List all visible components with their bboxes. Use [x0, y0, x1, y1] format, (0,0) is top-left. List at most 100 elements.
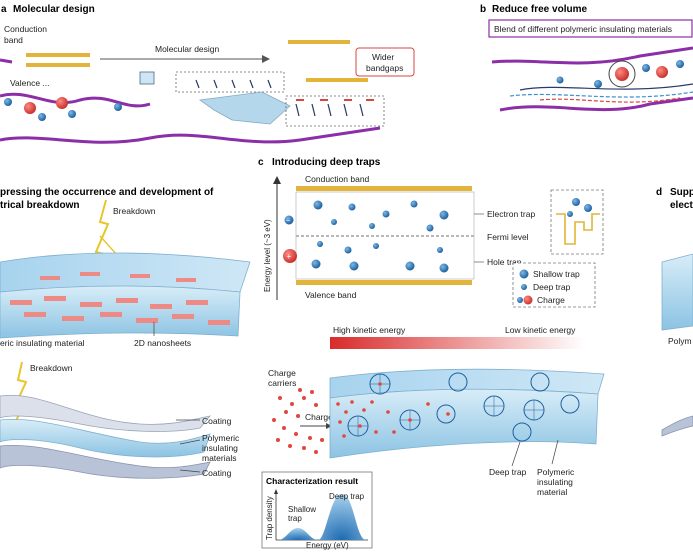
high-kinetic-label: High kinetic energy — [333, 325, 406, 335]
fermi-level-label: Fermi level — [487, 232, 529, 242]
molecule-box-dashed-2 — [285, 95, 385, 127]
charge-b1 — [615, 67, 629, 81]
polymer-chain-lower — [0, 126, 381, 144]
panel-c-letter: c — [258, 157, 264, 168]
deep-peak — [318, 494, 366, 540]
legend-charge-label: Charge — [537, 295, 565, 305]
electron-a1 — [4, 98, 12, 106]
polymeric-c-leader — [551, 439, 559, 465]
legend-shallow-icon — [519, 269, 529, 279]
free-charges — [272, 388, 324, 454]
characterization-title: Characterization result — [266, 476, 358, 486]
electron-c-sign: − — [286, 218, 290, 225]
valence-label: Valence ... — [10, 78, 50, 88]
legend-deep-label: Deep trap — [533, 282, 571, 292]
molecule-box-small — [139, 71, 155, 85]
polymer-chain-b5 — [539, 97, 681, 103]
conduction-band-bar — [26, 53, 90, 57]
energy-axis-arrow — [273, 176, 281, 184]
layer-d-bottom — [661, 415, 693, 437]
callout-line-2: bandgaps — [366, 63, 403, 73]
kinetic-gradient-bar — [330, 337, 584, 349]
charge-arrowhead — [326, 423, 332, 429]
char-y-arrow — [274, 489, 278, 494]
panel-d: d Supp electr Polym — [656, 187, 693, 437]
breakdown-title-2: trical breakdown — [0, 200, 79, 211]
molecule-box-dashed — [175, 71, 285, 93]
polymeric-label-1: Polymeric — [202, 433, 240, 443]
traps-upper — [313, 200, 449, 232]
nanosheets-label: 2D nanosheets — [134, 338, 191, 348]
polymeric-c-3: material — [537, 487, 567, 497]
traps-lower — [311, 241, 449, 273]
breakdown-bottom-label: Breakdown — [30, 363, 73, 373]
legend-charge-icon-2 — [523, 295, 533, 305]
molecular-design-label: Molecular design — [155, 44, 220, 54]
electron-b1 — [594, 80, 602, 88]
legend-shallow-label: Shallow trap — [533, 269, 580, 279]
coating-layer-bottom — [0, 445, 211, 479]
coating-bottom-leader — [179, 469, 201, 473]
side-groups-top — [195, 79, 272, 89]
shallow-peak — [278, 528, 318, 540]
side-groups-bottom — [295, 103, 364, 117]
electron-c — [284, 215, 294, 225]
inset-electron-1 — [572, 198, 580, 206]
design-arrowhead — [262, 55, 270, 63]
coating-layer-top — [0, 394, 212, 432]
trap-region-box — [295, 191, 475, 280]
nanosheets — [10, 272, 230, 325]
electron-trap-label: Electron trap — [487, 209, 535, 219]
polymeric-c-2: insulating — [537, 477, 573, 487]
blend-label: Blend of different polymeric insulating … — [494, 24, 672, 34]
shallow-peak-label-1: Shallow — [288, 505, 316, 514]
conduction-band-bar-right — [288, 40, 350, 44]
breakdown-top-label: Breakdown — [113, 206, 156, 216]
conduction-band-label: Conduction band — [305, 174, 370, 184]
energy-axis-label: Energy level (~3 eV) — [263, 219, 272, 292]
char-y-label: Trap density — [265, 496, 274, 540]
charge-a1 — [24, 102, 36, 114]
breakdown-title-1: pressing the occurrence and development … — [0, 187, 214, 198]
charge-b2 — [656, 66, 668, 78]
polymer-chain-left — [0, 92, 151, 108]
hole-c — [283, 249, 297, 263]
coating-top-label: Coating — [202, 416, 232, 426]
shallow-peak-label-2: trap — [288, 514, 302, 523]
electron-a2 — [38, 113, 46, 121]
panel-a: a Molecular design Conduction band Molec… — [0, 4, 415, 144]
charge-carriers-1: Charge — [268, 368, 296, 378]
polymer-layer — [0, 419, 211, 458]
inset-electron-3 — [567, 211, 573, 217]
charge-carriers-2: carriers — [268, 378, 296, 388]
wider-bandgaps-callout — [355, 47, 415, 77]
coating-bottom-label: Coating — [202, 468, 232, 478]
charge-arrow-label: Charge — [305, 412, 333, 422]
polymeric-label-2: insulating — [202, 443, 238, 453]
polymer-chain-b1 — [491, 46, 693, 65]
valence-band-bar — [26, 63, 90, 67]
panel-c-title: Introducing deep traps — [272, 157, 381, 168]
panel-a-letter: a — [1, 4, 7, 15]
deep-peak-label: Deep trap — [329, 492, 365, 501]
panel-breakdown: pressing the occurrence and development … — [0, 187, 251, 479]
blend-box — [488, 19, 693, 38]
panel-d-title-1: Supp — [670, 187, 693, 198]
charge-a2 — [56, 97, 68, 109]
polymer-chain-top-left — [0, 58, 13, 64]
electron-b4 — [556, 76, 564, 84]
panel-b-title: Reduce free volume — [492, 4, 587, 15]
valence-band-label: Valence band — [305, 290, 357, 300]
slab-d — [661, 253, 693, 331]
panel-c: c Introducing deep traps Energy level (~… — [258, 157, 605, 550]
char-x-label: Energy (eV) — [306, 541, 349, 550]
conduction-band-c — [296, 186, 472, 191]
deep-trap-label: Deep trap — [489, 467, 527, 477]
polymeric-label-3: materials — [202, 453, 236, 463]
polymer-chain-b4 — [509, 91, 693, 98]
polym-label: Polym — [668, 336, 692, 346]
polymeric-c-1: Polymeric — [537, 467, 575, 477]
low-kinetic-label: Low kinetic energy — [505, 325, 576, 335]
inset-electron-2 — [584, 204, 592, 212]
